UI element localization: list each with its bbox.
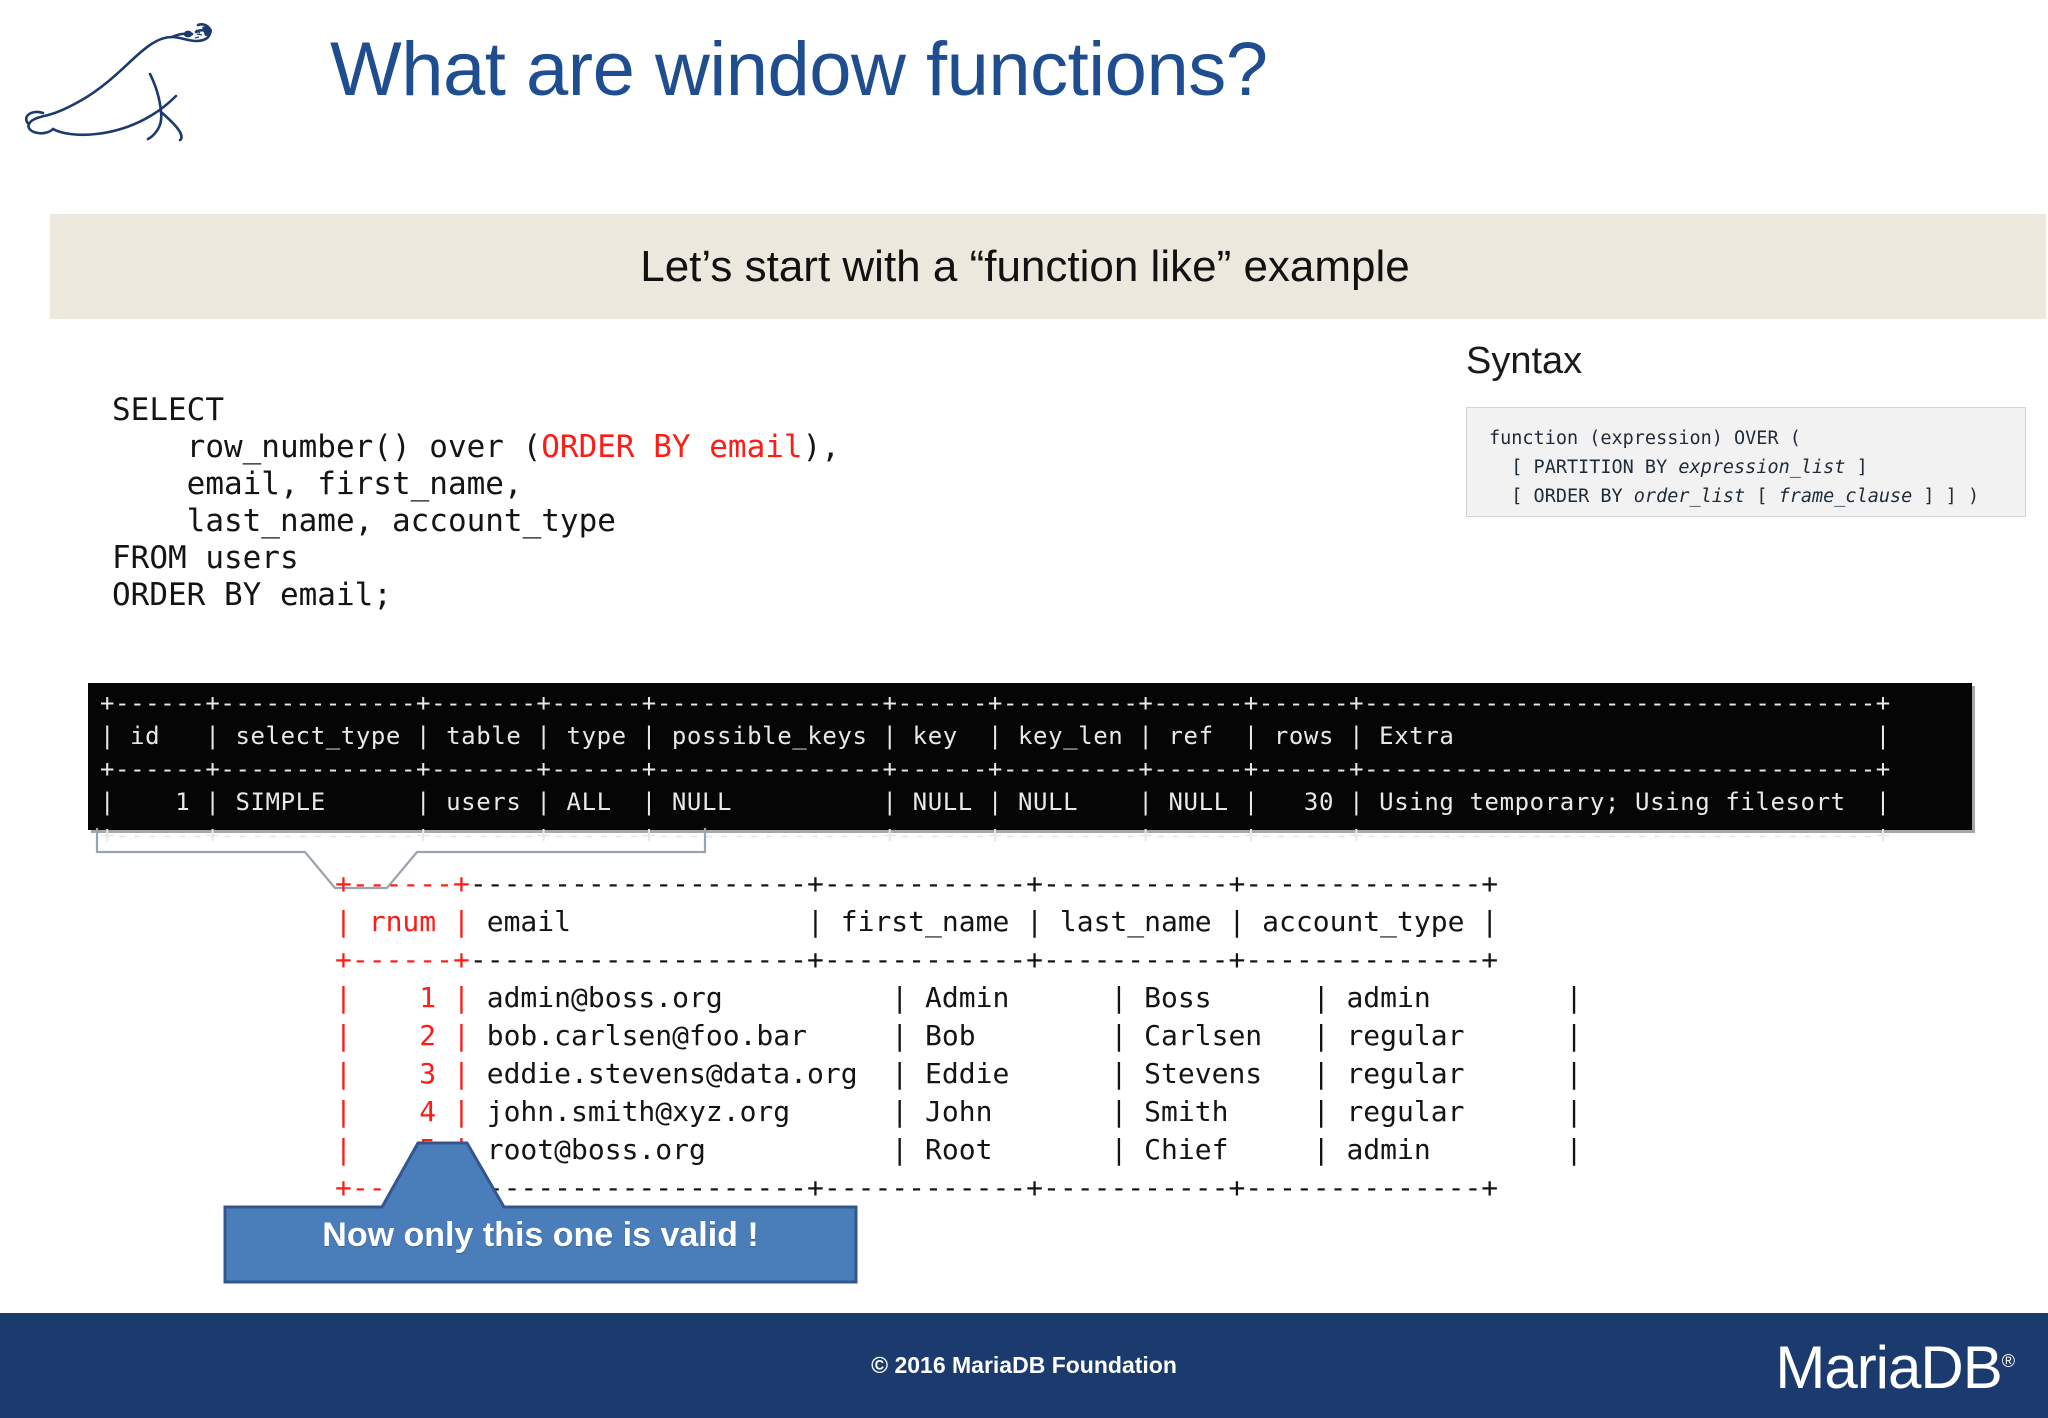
sql-line-rownumber-suffix: ), xyxy=(802,429,840,465)
syntax-label: Syntax xyxy=(1466,340,1583,382)
table-row-rest: admin@boss.org | Admin | Boss | admin | xyxy=(469,981,1583,1014)
callout-shape xyxy=(223,1141,858,1284)
syntax-code: function (expression) OVER ( [ PARTITION… xyxy=(1489,424,1979,511)
sql-line-orderby: ORDER BY email; xyxy=(112,577,392,613)
result-sep-top-black: --------------------+------------+------… xyxy=(469,867,1499,900)
sql-line-select: SELECT xyxy=(112,392,224,428)
explain-data-row: | 1 | SIMPLE | users | ALL | NULL | NULL… xyxy=(100,788,1891,816)
result-header-rest: email | first_name | last_name | account… xyxy=(469,905,1499,938)
page-title: What are window functions? xyxy=(330,27,1268,112)
syntax-line-2-post: ] xyxy=(1845,457,1868,478)
mariadb-wordmark: MariaDB® xyxy=(1775,1333,2015,1402)
result-set-table: +------+--------------------+-----------… xyxy=(335,865,1582,1207)
syntax-frame-clause-var: frame_clause xyxy=(1778,486,1913,507)
table-row-rnum: | 4 | xyxy=(335,1095,470,1128)
mariadb-seal-logo xyxy=(24,23,212,142)
result-sep-bottom-black: --------------------+------------+------… xyxy=(469,1171,1499,1204)
sql-line-rownumber-prefix: row_number() over ( xyxy=(112,429,542,465)
explain-output-terminal: +------+-------------+-------+------+---… xyxy=(88,683,1972,849)
explain-header-row: | id | select_type | table | type | poss… xyxy=(100,722,1891,750)
sql-line-columns-1: email, first_name, xyxy=(112,466,523,502)
callout-box: Now only this one is valid ! xyxy=(222,1141,859,1285)
table-row-rest: eddie.stevens@data.org | Eddie | Stevens… xyxy=(469,1057,1583,1090)
syntax-expression-list-var: expression_list xyxy=(1678,457,1846,478)
syntax-line-3-post: ] ] ) xyxy=(1912,486,1980,507)
result-sep-mid-black: --------------------+------------+------… xyxy=(469,943,1499,976)
explain-output-text: +------+-------------+-------+------+---… xyxy=(100,687,1891,852)
explain-border-mid: +------+-------------+-------+------+---… xyxy=(100,755,1891,783)
sql-line-from: FROM users xyxy=(112,540,299,576)
sql-line-columns-2: last_name, account_type xyxy=(112,503,616,539)
syntax-line-1: function (expression) OVER ( xyxy=(1489,428,1801,449)
footer-bar: © 2016 MariaDB Foundation MariaDB® xyxy=(0,1313,2048,1418)
syntax-line-3-pre: [ ORDER BY xyxy=(1489,486,1634,507)
callout-text: Now only this one is valid ! xyxy=(322,1215,759,1254)
result-sep-mid-red: +------+ xyxy=(335,943,470,976)
sql-query-block: SELECT row_number() over (ORDER BY email… xyxy=(112,392,840,614)
registered-trademark-icon: ® xyxy=(2001,1351,2015,1371)
table-row-rest: bob.carlsen@foo.bar | Bob | Carlsen | re… xyxy=(469,1019,1583,1052)
footer-copyright: © 2016 MariaDB Foundation xyxy=(871,1352,1177,1378)
subtitle-banner: Let’s start with a “function like” examp… xyxy=(50,214,2046,319)
explain-border-top: +------+-------------+-------+------+---… xyxy=(100,689,1891,717)
subtitle-text: Let’s start with a “function like” examp… xyxy=(640,241,1410,291)
syntax-order-list-var: order_list xyxy=(1633,486,1746,507)
table-row-rnum: | 3 | xyxy=(335,1057,470,1090)
syntax-line-2-pre: [ PARTITION BY xyxy=(1489,457,1679,478)
sql-order-by-highlight: ORDER BY email xyxy=(541,429,803,465)
result-header-rnum: | rnum | xyxy=(335,905,470,938)
table-row-rest: root@boss.org | Root | Chief | admin | xyxy=(469,1133,1583,1166)
brand-text: MariaDB xyxy=(1775,1334,2002,1401)
table-row-rnum: | 1 | xyxy=(335,981,470,1014)
table-row-rnum: | 2 | xyxy=(335,1019,470,1052)
table-row-rest: john.smith@xyz.org | John | Smith | regu… xyxy=(469,1095,1583,1128)
result-sep-top-red: +------+ xyxy=(335,867,470,900)
syntax-line-3-mid: [ xyxy=(1745,486,1779,507)
syntax-box: function (expression) OVER ( [ PARTITION… xyxy=(1466,407,2026,517)
explain-border-bottom: +------+-------------+-------+------+---… xyxy=(100,821,1891,849)
